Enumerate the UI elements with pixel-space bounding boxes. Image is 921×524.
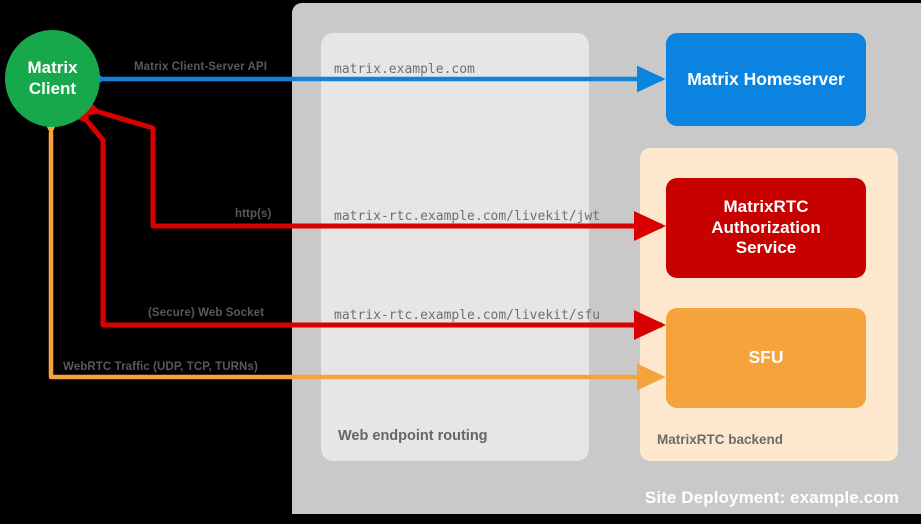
wire-label-client-server-api: Matrix Client-Server API [134, 61, 267, 73]
wire-label-webrtc: WebRTC Traffic (UDP, TCP, TURNs) [63, 361, 258, 373]
matrixrtc-backend-label: MatrixRTC backend [657, 432, 784, 447]
auth-label-line2: Authorization [711, 217, 821, 237]
sfu-label: SFU [748, 347, 784, 368]
wire-label-websocket: (Secure) Web Socket [148, 307, 265, 319]
endpoint-url-jwt: matrix-rtc.example.com/livekit/jwt [334, 209, 601, 224]
matrix-client-label-line1: Matrix [27, 57, 78, 77]
node-matrixrtc-authorization-service[interactable]: MatrixRTC Authorization Service [666, 178, 866, 278]
matrixrtc-authorization-service-label: MatrixRTC Authorization Service [711, 197, 821, 259]
web-endpoint-routing-label: Web endpoint routing [338, 428, 488, 444]
wire-label-http: http(s) [235, 208, 272, 220]
wire-webrtc [37, 106, 666, 391]
node-sfu[interactable]: SFU [666, 308, 866, 408]
node-matrix-client[interactable]: Matrix Client [5, 30, 100, 127]
auth-label-line1: MatrixRTC [723, 196, 809, 216]
matrix-homeserver-label: Matrix Homeserver [687, 68, 845, 89]
endpoint-url-matrix: matrix.example.com [334, 62, 475, 77]
auth-label-line3: Service [735, 238, 797, 258]
site-deployment-label: Site Deployment: example.com [644, 488, 899, 507]
endpoint-url-sfu: matrix-rtc.example.com/livekit/sfu [334, 308, 601, 323]
matrix-client-label: Matrix Client [27, 58, 77, 99]
matrix-client-label-line2: Client [28, 78, 77, 98]
node-matrix-homeserver[interactable]: Matrix Homeserver [666, 33, 866, 126]
